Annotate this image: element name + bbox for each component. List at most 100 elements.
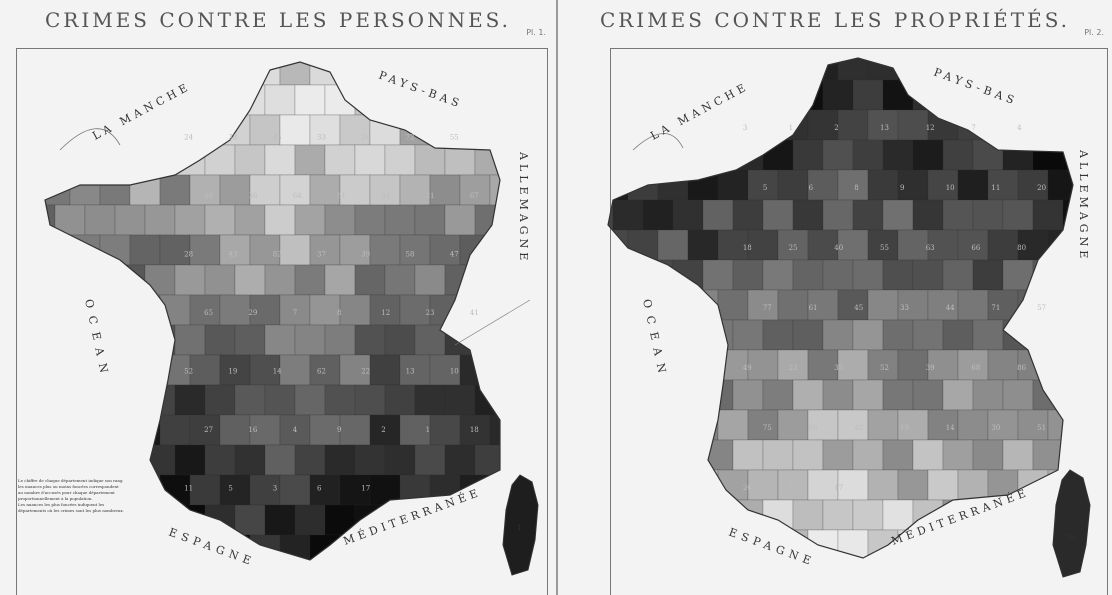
department-cell bbox=[475, 565, 505, 595]
department-number: 5 bbox=[763, 184, 767, 192]
right-label-ocean: OCEAN bbox=[640, 298, 670, 382]
department-number: 71 bbox=[991, 304, 1000, 312]
department-cell bbox=[354, 324, 386, 356]
department-cell bbox=[687, 529, 719, 558]
department-cell bbox=[912, 199, 944, 231]
department-cell bbox=[852, 439, 884, 471]
department-cell bbox=[489, 354, 500, 386]
department-cell bbox=[294, 504, 326, 536]
department-cell bbox=[399, 234, 431, 266]
department-cell bbox=[972, 379, 1004, 411]
right-label-lowcountries: PAYS-BAS bbox=[932, 66, 1019, 108]
department-cell bbox=[45, 294, 71, 326]
department-cell bbox=[608, 499, 614, 531]
right-map-plate: CRIMES CONTRE LES PROPRIÉTÉS. Pl. 2. 79 … bbox=[558, 0, 1112, 595]
department-cell bbox=[459, 114, 491, 146]
department-cell bbox=[807, 349, 839, 381]
department-cell bbox=[608, 349, 629, 381]
department-cell bbox=[1002, 319, 1034, 351]
department-cell bbox=[1017, 409, 1049, 441]
department-cell bbox=[837, 469, 869, 501]
department-number: 6 bbox=[809, 184, 814, 192]
department-cell bbox=[927, 529, 959, 558]
department-cell bbox=[642, 139, 674, 171]
department-cell bbox=[219, 414, 251, 446]
department-cell bbox=[489, 62, 500, 86]
department-cell bbox=[339, 62, 371, 86]
department-number: 80 bbox=[1017, 244, 1026, 252]
department-cell bbox=[444, 204, 476, 236]
department-cell bbox=[627, 469, 659, 501]
department-cell bbox=[837, 58, 869, 81]
department-cell bbox=[897, 109, 929, 141]
department-cell bbox=[672, 199, 704, 231]
department-cell bbox=[234, 504, 266, 536]
department-cell bbox=[339, 354, 371, 386]
department-cell bbox=[837, 409, 869, 441]
department-cell bbox=[234, 264, 266, 296]
department-cell bbox=[972, 139, 1004, 171]
department-cell bbox=[927, 349, 959, 381]
department-cell bbox=[642, 79, 674, 111]
department-cell bbox=[279, 114, 311, 146]
department-cell bbox=[474, 84, 500, 116]
department-cell bbox=[54, 384, 86, 416]
department-cell bbox=[84, 384, 116, 416]
left-border-line bbox=[454, 299, 531, 346]
department-cell bbox=[912, 139, 944, 171]
department-cell bbox=[672, 379, 704, 411]
department-cell bbox=[369, 294, 401, 326]
department-cell bbox=[702, 379, 734, 411]
department-cell bbox=[115, 565, 145, 595]
department-cell bbox=[99, 62, 131, 86]
department-cell bbox=[732, 319, 764, 351]
left-map-plate: CRIMES CONTRE LES PERSONNES. ​ Pl. 1. 1 … bbox=[16, 0, 558, 595]
department-number: 11 bbox=[991, 184, 1000, 192]
department-cell bbox=[763, 560, 793, 590]
department-number: 52 bbox=[880, 364, 889, 372]
department-cell bbox=[807, 229, 839, 261]
department-cell bbox=[144, 324, 176, 356]
department-cell bbox=[642, 199, 674, 231]
department-cell bbox=[717, 229, 749, 261]
department-number: 54 bbox=[381, 192, 390, 200]
department-cell bbox=[384, 144, 416, 176]
department-cell bbox=[927, 409, 959, 441]
department-cell bbox=[657, 58, 689, 81]
department-cell bbox=[445, 565, 475, 595]
department-number: 75 bbox=[763, 424, 772, 432]
department-cell bbox=[822, 499, 854, 531]
department-number: 31 bbox=[426, 192, 435, 200]
department-cell bbox=[1003, 560, 1033, 590]
department-cell bbox=[45, 114, 71, 146]
department-cell bbox=[657, 229, 689, 261]
department-cell bbox=[414, 204, 446, 236]
department-cell bbox=[474, 324, 500, 356]
department-cell bbox=[642, 499, 674, 531]
department-cell bbox=[415, 565, 445, 595]
department-cell bbox=[189, 354, 221, 386]
department-number: 29 bbox=[248, 309, 257, 317]
department-cell bbox=[414, 444, 446, 476]
department-cell bbox=[174, 264, 206, 296]
department-cell bbox=[822, 379, 854, 411]
department-cell bbox=[942, 379, 974, 411]
department-cell bbox=[54, 84, 86, 116]
department-cell bbox=[324, 324, 356, 356]
department-cell bbox=[45, 444, 56, 476]
department-cell bbox=[219, 354, 251, 386]
department-cell bbox=[732, 439, 764, 471]
department-cell bbox=[309, 294, 341, 326]
department-cell bbox=[927, 469, 959, 501]
department-cell bbox=[279, 62, 311, 86]
department-cell bbox=[219, 174, 251, 206]
department-cell bbox=[642, 259, 674, 291]
department-cell bbox=[612, 259, 644, 291]
department-cell bbox=[972, 319, 1004, 351]
department-cell bbox=[987, 349, 1019, 381]
department-number: 8 bbox=[337, 309, 341, 317]
department-cell bbox=[1062, 79, 1073, 111]
department-number: 41 bbox=[470, 309, 479, 317]
department-number: 38 bbox=[228, 133, 237, 141]
department-cell bbox=[294, 144, 326, 176]
